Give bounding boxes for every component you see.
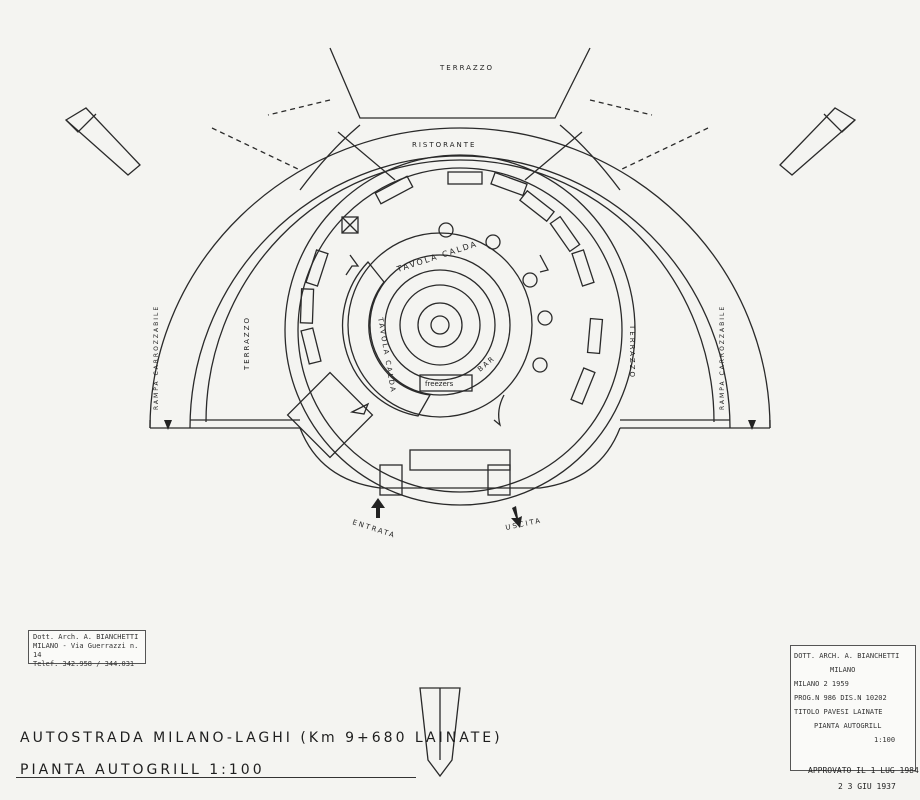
counter-ring-4 [399,284,481,366]
architect-stamp-left: Dott. Arch. A. BIANCHETTI MILANO - Via G… [28,630,146,668]
title-block-stamp: DOTT. ARCH. A. BIANCHETTI MILANO MILANO … [790,645,916,771]
stair-core [417,302,463,348]
stamp-right-line3: MILANO 2 1959 [794,680,849,688]
label-tavola-calda-top: TAVOLA CALDA [395,239,479,274]
label-rampa-right: RAMPA CARROZZABILE [719,305,726,410]
staircase [286,371,374,459]
title-underline [16,777,416,778]
stamp-right-line7: 1:100 [874,736,896,744]
stamp-left-line1: Dott. Arch. A. BIANCHETTI [33,633,139,641]
stamp-left-line3: Telef. 342.958 / 344.031 [33,660,135,668]
right-ramp-pointer [779,107,857,176]
label-uscita: USCITA [505,516,543,532]
label-rampa-left: RAMPA CARROZZABILE [153,305,160,410]
inner-terrace-arc [189,155,731,429]
counter-ring-3 [384,269,496,381]
entrance-arrow [371,498,385,518]
main-hall-outer [284,154,636,506]
label-freezers: freezers [425,380,454,388]
ramp-pointers [64,107,857,778]
main-hall-inner [297,167,623,493]
drawing-title: AUTOSTRADA MILANO-LAGHI (Km 9+680 LAINAT… [20,730,503,746]
label-terrazzo-top: TERRAZZO [439,64,494,72]
outer-terrace-arc [149,127,771,429]
stamp-right-line5: TITOLO PAVESI LAINATE [794,708,883,716]
freezers-box [419,374,473,392]
label-terrazzo-left: TERRAZZO [243,316,251,371]
approval-date: 2 3 GIU 1937 [838,782,896,791]
bottom-ramp-pointer [419,687,461,778]
counter-ring-1 [347,232,533,418]
top-terrace-block [329,47,591,119]
approval-stamp: APPROVATO IL 1 LUG 1984 [808,766,919,775]
stamp-right-line1: DOTT. ARCH. A. BIANCHETTI [794,652,900,660]
terrace-edge-arc [205,159,715,423]
stamp-right-line6: PIANTA AUTOGRILL [814,722,882,730]
label-ristorante: RISTORANTE [412,141,476,149]
stamp-right-line4: PROG.N 986 DIS.N 10202 [794,694,887,702]
stamp-right-line2: MILANO [830,666,856,674]
drawing-subtitle: PIANTA AUTOGRILL 1:100 [20,762,265,778]
stamp-left-line2: MILANO - Via Guerrazzi n. 14 [33,642,139,659]
counter-ring-2 [369,254,511,396]
label-entrata: ENTRATA [351,518,397,540]
left-ramp-pointer [64,107,141,176]
exit-arrow [511,506,522,528]
label-terrazzo-right: TERRAZZO [628,324,636,379]
